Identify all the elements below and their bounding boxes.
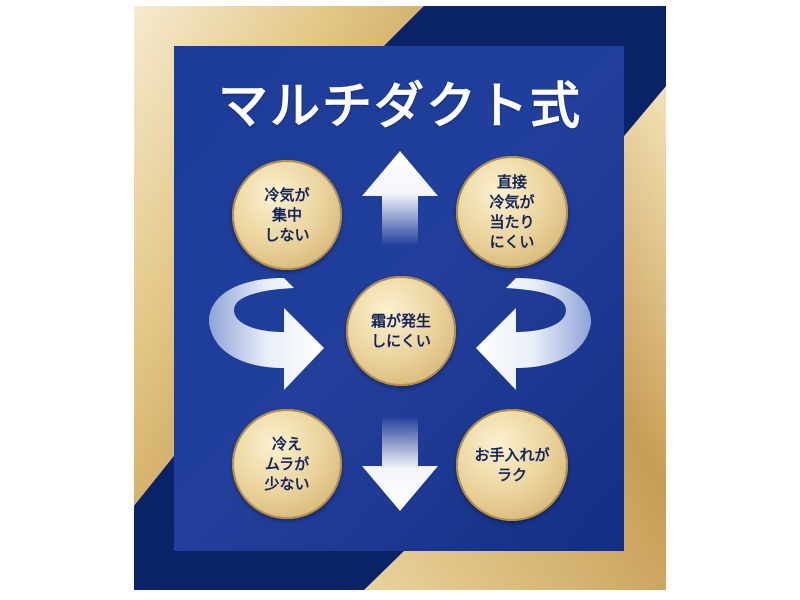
curved-arrow-right-icon [208, 278, 324, 390]
benefit-label: 冷気が 集中 しない [264, 186, 310, 244]
benefit-label: 冷え ムラが 少ない [264, 435, 310, 493]
center-label: 霜が発生 しにくい [370, 312, 431, 350]
benefit-badge: お手入れが ラク [456, 409, 568, 521]
curved-arrow-left-icon [476, 278, 592, 390]
benefit-label: 直接 冷気が 当たり にくい [489, 173, 535, 251]
airflow-arrows [208, 151, 592, 511]
title: マルチダクト式 [218, 77, 582, 135]
arrow-up-icon [362, 151, 438, 246]
center-badge: 霜が発生 しにくい [346, 276, 456, 386]
multi-duct-panel: マルチダクト式 [134, 6, 666, 590]
arrow-down-icon [362, 416, 438, 511]
benefit-badge: 直接 冷気が 当たり にくい [456, 156, 568, 268]
benefit-badge: 冷え ムラが 少ない [232, 409, 342, 519]
benefit-label: お手入れが ラク [474, 446, 550, 484]
benefit-badge: 冷気が 集中 しない [232, 160, 342, 270]
